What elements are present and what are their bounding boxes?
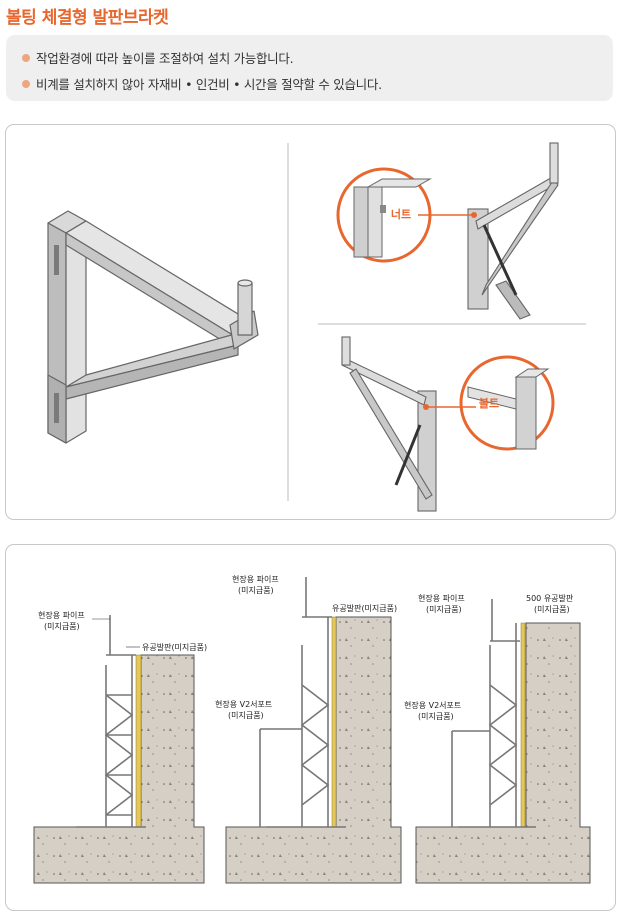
pipe-sublabel: (미지급품): [44, 622, 80, 631]
feature-item: 비계를 설치하지 않아 자재비 • 인건비 • 시간을 절약할 수 있습니다.: [22, 74, 382, 93]
feature-text: 작업환경에 따라 높이를 조절하여 설치 가능합니다.: [36, 51, 294, 66]
pipe-sublabel: (미지급품): [426, 605, 462, 614]
pipe-sublabel: (미지급품): [238, 586, 274, 595]
nut-detail-illustration: [467, 142, 559, 320]
bolt-label: 볼트: [479, 397, 499, 410]
page-title: 볼팅 체결형 발판브라켓: [6, 8, 169, 28]
bracket-illustration-panel: 너트 볼트: [5, 124, 616, 520]
bracket-3d-illustration: [47, 210, 259, 444]
feature-item: 작업환경에 따라 높이를 조절하여 설치 가능합니다.: [22, 48, 294, 67]
pipe-label: 현장용 파이프: [38, 610, 85, 620]
support-sublabel: (미지급품): [228, 711, 264, 720]
nut-label: 너트: [391, 207, 411, 221]
support-label: 현장용 V2서포트: [404, 700, 461, 710]
support-label: 현장용 V2서포트: [215, 699, 272, 709]
install-diagram-500-deck: 현장용 파이프 (미지급품) 500 유공발판 (미지급품) 현장용 V2서포트…: [404, 593, 591, 884]
deck-label: 유공발판(미지급품): [142, 642, 207, 652]
deck-label: 유공발판(미지급품): [332, 603, 397, 613]
install-diagram-v2-support: 현장용 파이프 (미지급품) 유공발판(미지급품) 현장용 V2서포트 (미지급…: [215, 574, 402, 884]
feature-text: 비계를 설치하지 않아 자재비 • 인건비 • 시간을 절약할 수 있습니다.: [36, 77, 382, 92]
nut-zoom-callout: 너트: [336, 167, 474, 263]
support-sublabel: (미지급품): [418, 712, 454, 721]
feature-list: 작업환경에 따라 높이를 조절하여 설치 가능합니다. 비계를 설치하지 않아 …: [6, 35, 613, 101]
pipe-label: 현장용 파이프: [232, 574, 279, 584]
bullet-dot-icon: [22, 53, 30, 62]
bolt-zoom-callout: 볼트: [426, 355, 555, 451]
installation-diagrams-panel: 현장용 파이프 (미지급품) 유공발판(미지급품) 현장용 파이프 (미지급품): [5, 544, 616, 911]
pipe-label: 현장용 파이프: [418, 593, 465, 603]
deck-label: 500 유공발판: [526, 593, 574, 603]
bullet-dot-icon: [22, 79, 30, 88]
install-diagram-standard: 현장용 파이프 (미지급품) 유공발판(미지급품): [33, 610, 207, 884]
bolt-detail-illustration: [341, 336, 437, 512]
deck-sublabel: (미지급품): [534, 605, 570, 614]
